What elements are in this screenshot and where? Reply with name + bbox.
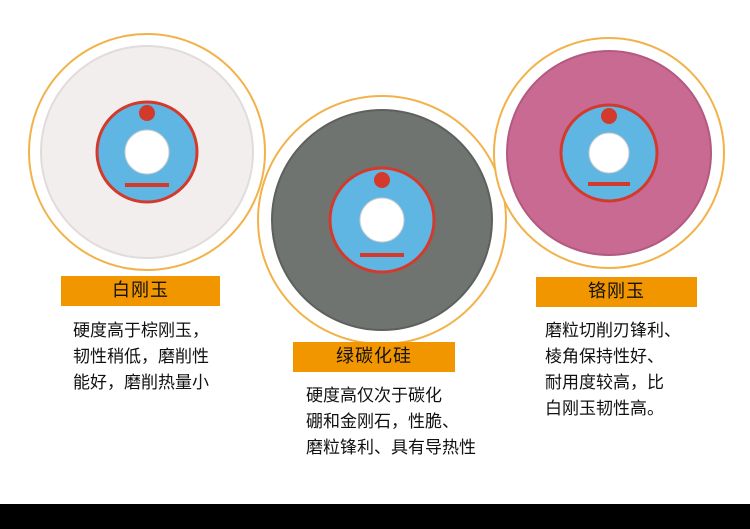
product-image-white-corundum bbox=[28, 33, 266, 271]
description-line: 白刚玉韧性高。 bbox=[545, 399, 664, 419]
description-line: 棱角保持性好、 bbox=[545, 347, 664, 367]
description-line: 耐用度较高，比 bbox=[545, 373, 664, 393]
product-image-chrome-corundum bbox=[493, 37, 725, 269]
product-label-green-silicon-carbide: 绿碳化硅 bbox=[293, 342, 455, 372]
grinding-wheel-white-icon bbox=[40, 45, 254, 259]
description-line: 磨粒切削刃锋利、 bbox=[545, 321, 681, 341]
product-label-chrome-corundum: 铬刚玉 bbox=[536, 277, 697, 307]
grinding-wheel-green-icon bbox=[271, 109, 493, 331]
description-line: 硼和金刚石，性脆、 bbox=[306, 412, 459, 432]
product-description-white-corundum: 硬度高于棕刚玉， 韧性稍低，磨削性 能好，磨削热量小 bbox=[73, 318, 209, 396]
product-description-chrome-corundum: 磨粒切削刃锋利、 棱角保持性好、 耐用度较高，比 白刚玉韧性高。 bbox=[545, 318, 681, 422]
grinding-wheel-pink-icon bbox=[506, 50, 712, 256]
description-line: 硬度高仅次于碳化 bbox=[306, 386, 442, 406]
description-line: 硬度高于棕刚玉， bbox=[73, 321, 209, 341]
product-description-green-silicon-carbide: 硬度高仅次于碳化 硼和金刚石，性脆、 磨粒锋利、具有导热性 bbox=[306, 383, 476, 461]
description-line: 韧性稍低，磨削性 bbox=[73, 347, 209, 367]
bottom-strip bbox=[0, 504, 750, 529]
product-label-white-corundum: 白刚玉 bbox=[61, 276, 220, 306]
description-line: 能好，磨削热量小 bbox=[73, 373, 209, 393]
product-image-green-silicon-carbide bbox=[257, 95, 507, 345]
description-line: 磨粒锋利、具有导热性 bbox=[306, 438, 476, 458]
